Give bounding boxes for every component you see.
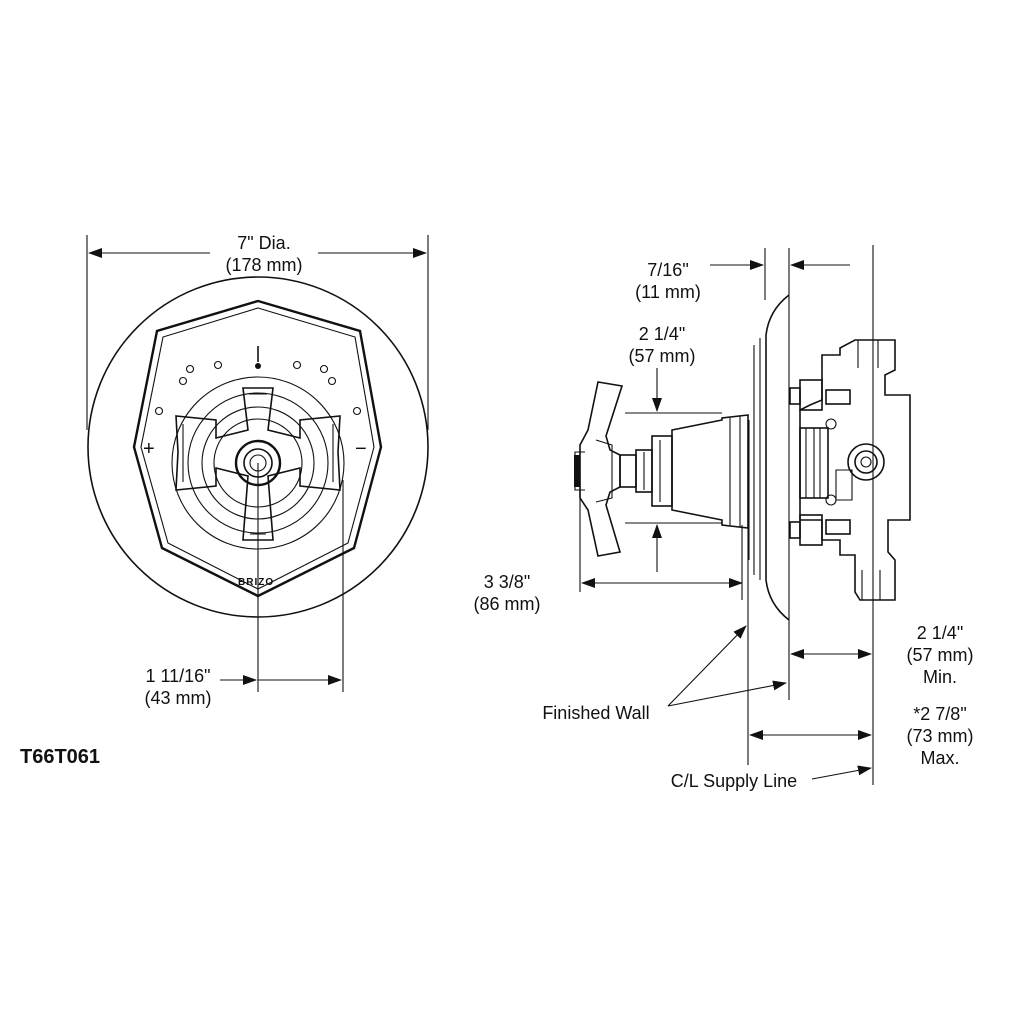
plus-symbol: + xyxy=(143,438,155,460)
escutcheon-profile xyxy=(765,294,790,621)
min-depth-label-note: Min. xyxy=(923,667,957,687)
bell-height-label: 2 1/4" xyxy=(639,324,685,344)
handle-offset-label: 1 11/16" xyxy=(145,666,210,686)
min-depth-label-mm: (57 mm) xyxy=(907,645,974,665)
model-number: T66T061 xyxy=(20,746,100,768)
min-depth-label: 2 1/4" xyxy=(917,623,963,643)
max-depth-label: *2 7/8" xyxy=(913,704,966,724)
max-depth-label-note: Max. xyxy=(920,748,959,768)
projection-label: 3 3/8" xyxy=(484,572,530,592)
diameter-label-mm: (178 mm) xyxy=(225,255,302,275)
brand-logo-text: BRIZO xyxy=(238,577,274,588)
valve-body xyxy=(789,339,911,601)
side-view: 7/16" (11 mm) 2 1/4" (57 mm) 3 3/8" (86 … xyxy=(474,245,974,791)
thermometer-icon xyxy=(255,346,261,369)
finished-wall-leader-2 xyxy=(667,680,787,707)
supply-line-leader xyxy=(811,765,872,780)
handle-bell xyxy=(671,414,749,529)
finished-wall-label: Finished Wall xyxy=(542,703,649,723)
bell-height-label-mm: (57 mm) xyxy=(629,346,696,366)
stem-collar xyxy=(651,435,673,507)
minus-symbol: − xyxy=(355,438,367,460)
finished-wall-leader-1 xyxy=(667,625,747,707)
supply-line-label: C/L Supply Line xyxy=(671,771,797,791)
max-depth-label-mm: (73 mm) xyxy=(907,726,974,746)
diameter-label: 7" Dia. xyxy=(237,233,290,253)
dial-dots xyxy=(154,360,362,416)
front-view: + − BRIZO 7" Dia. (178 mm) 1 11/16" (43 … xyxy=(86,233,429,708)
handle-side xyxy=(579,381,624,557)
trim-depth-label-mm: (11 mm) xyxy=(635,282,701,302)
trim-depth-label: 7/16" xyxy=(647,260,688,280)
stem-shaft xyxy=(619,454,637,488)
handle-offset-label-mm: (43 mm) xyxy=(145,688,212,708)
projection-label-mm: (86 mm) xyxy=(474,594,541,614)
cross-handle xyxy=(175,387,341,541)
